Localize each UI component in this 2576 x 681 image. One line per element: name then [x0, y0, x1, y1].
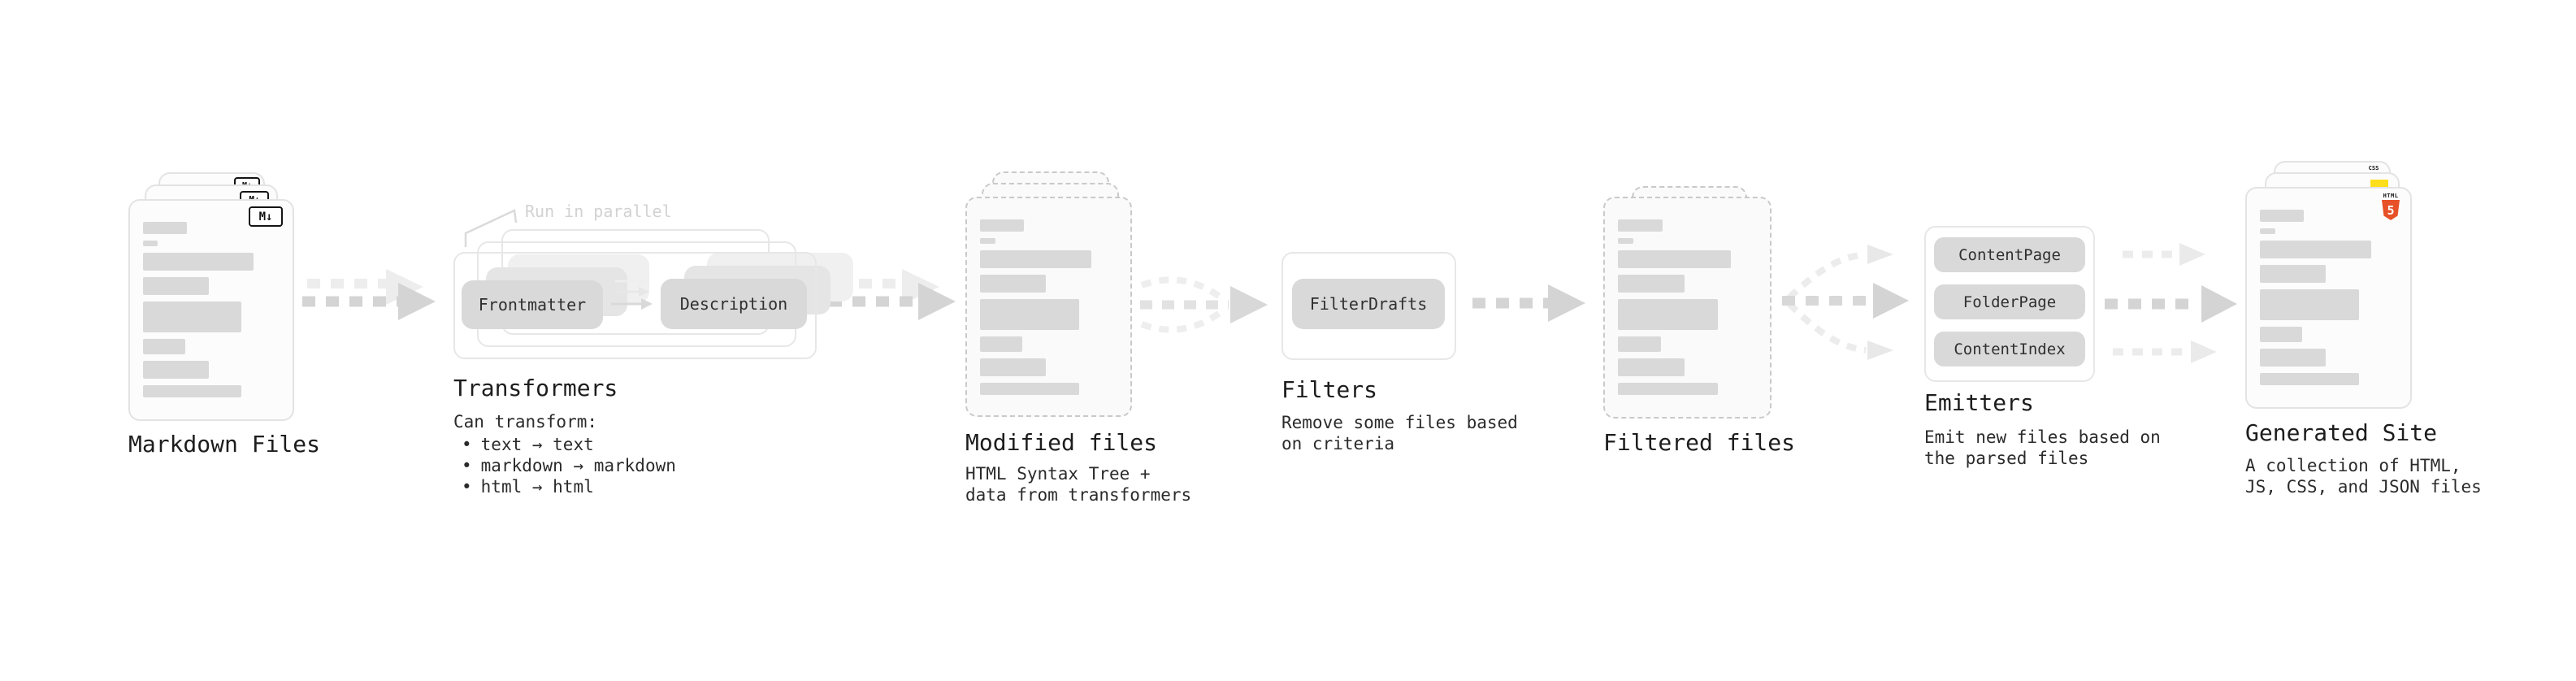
run-in-parallel-annotation: Run in parallel — [525, 202, 672, 221]
arrow-filters-to-filtered — [1472, 284, 1585, 322]
stage-label-modified-files: Modified files — [965, 429, 1158, 456]
content-bar — [2260, 289, 2359, 320]
content-bar — [143, 339, 186, 354]
content-bar — [2260, 349, 2327, 367]
bullet-item: • text → text — [462, 434, 676, 455]
content-bar — [1618, 336, 1661, 352]
content-bar — [980, 275, 1047, 293]
html5-icon-label: HTML — [2383, 193, 2399, 199]
content-bar — [980, 383, 1079, 395]
file-content-bars — [1618, 219, 1757, 395]
emitters-description: Emit new files based on the parsed files — [1924, 427, 2161, 468]
frontmatter-pill: Frontmatter — [462, 280, 603, 329]
generated-file-card-front: HTML 5 — [2245, 187, 2412, 409]
content-bar — [1618, 238, 1633, 244]
content-bar — [980, 299, 1079, 330]
content-bar — [980, 358, 1047, 376]
stage-label-markdown-files: Markdown Files — [128, 431, 321, 458]
stage-label-emitters: Emitters — [1924, 389, 2034, 416]
bullet-text: html → html — [480, 477, 594, 497]
transformer-box-front — [453, 252, 817, 359]
stage-label-filtered-files: Filtered files — [1603, 429, 1796, 456]
content-page-pill: ContentPage — [1934, 237, 2085, 272]
content-bar — [2260, 228, 2275, 234]
content-bar — [2260, 327, 2303, 342]
content-index-pill: ContentIndex — [1934, 332, 2085, 367]
content-bar — [980, 238, 995, 244]
arrow-markdown-to-transformers — [302, 269, 436, 320]
css-badge-label: CSS — [2368, 165, 2379, 171]
arrow-emitters-to-generated — [2105, 243, 2237, 363]
emitters-box — [1924, 226, 2095, 382]
html5-icon: HTML 5 — [2380, 193, 2401, 220]
content-bar — [143, 361, 209, 379]
markdown-icon: M↓ — [249, 206, 283, 227]
file-content-bars — [2260, 210, 2397, 385]
generated-site-description: A collection of HTML, JS, CSS, and JSON … — [2245, 456, 2482, 497]
content-bar — [2260, 210, 2305, 222]
content-bar — [2260, 373, 2359, 385]
content-bar — [1618, 358, 1685, 376]
bullet-marker: • — [462, 435, 472, 454]
content-bar — [1618, 219, 1663, 232]
transformers-description: Can transform: — [453, 412, 598, 432]
markdown-file-card-front: M↓ — [128, 199, 294, 421]
arrow-modified-to-filters-converge — [1140, 276, 1268, 333]
content-bar — [2260, 241, 2371, 258]
filtered-file-card-front — [1603, 197, 1772, 419]
bullet-marker: • — [462, 477, 472, 497]
content-bar — [143, 253, 254, 271]
content-bar — [143, 222, 187, 234]
content-bar — [1618, 383, 1719, 395]
bullet-text: markdown → markdown — [480, 456, 676, 475]
modified-file-card-front — [965, 197, 1132, 417]
bullet-marker: • — [462, 456, 472, 475]
folder-page-pill: FolderPage — [1934, 284, 2085, 319]
bullet-item: • html → html — [462, 476, 676, 497]
stage-label-filters: Filters — [1281, 376, 1378, 403]
content-bar — [980, 336, 1023, 352]
description-pill: Description — [661, 279, 807, 329]
run-in-parallel-leader-line — [464, 209, 518, 247]
file-content-bars — [980, 219, 1117, 395]
content-bar — [1618, 250, 1731, 268]
file-content-bars — [143, 222, 280, 397]
content-bar — [143, 241, 158, 246]
filters-description: Remove some files based on criteria — [1281, 413, 1518, 453]
arrow-filtered-to-emitters-diverge — [1782, 245, 1909, 360]
content-bar — [2260, 265, 2327, 283]
html5-number: 5 — [2387, 202, 2395, 218]
content-bar — [980, 219, 1025, 232]
content-bar — [1618, 275, 1685, 293]
filters-box — [1281, 252, 1456, 360]
content-bar — [143, 385, 241, 397]
content-bar — [143, 277, 209, 295]
content-bar — [143, 301, 241, 332]
transformers-bullet-list: • text → text • markdown → markdown • html … — [462, 434, 676, 497]
stage-label-transformers: Transformers — [453, 375, 618, 401]
html5-shield: 5 — [2382, 200, 2400, 220]
modified-files-description: HTML Syntax Tree + data from transformer… — [965, 464, 1192, 505]
bullet-text: text → text — [480, 435, 594, 454]
content-bar — [980, 250, 1091, 268]
filter-drafts-pill: FilterDrafts — [1292, 279, 1445, 329]
stage-label-generated-site: Generated Site — [2245, 419, 2438, 446]
bullet-item: • markdown → markdown — [462, 455, 676, 476]
content-bar — [1618, 299, 1719, 330]
